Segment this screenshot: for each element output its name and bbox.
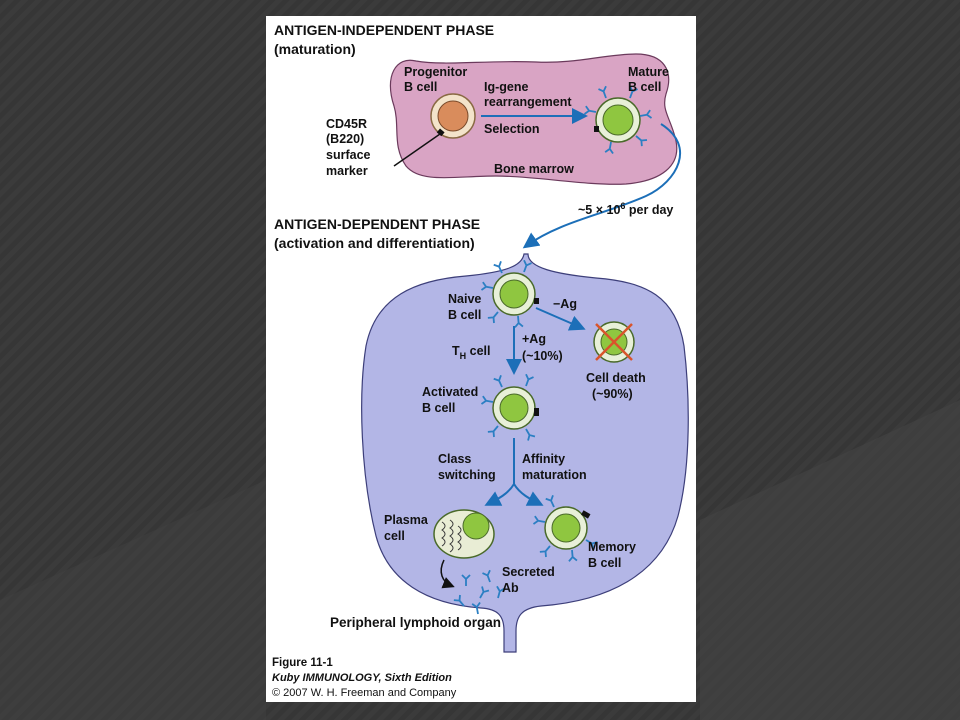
class-switching-label-1: Class <box>438 452 471 466</box>
naive-label-1: Naive <box>448 292 481 306</box>
copyright-line: © 2007 W. H. Freeman and Company <box>272 687 457 699</box>
mature-b-cell <box>583 85 653 155</box>
dead-cell <box>593 321 635 363</box>
plasma-label-2: cell <box>384 529 405 543</box>
bone-marrow-label: Bone marrow <box>494 162 574 176</box>
marker-label-2: (B220) <box>326 132 364 146</box>
marker-pointer-line <box>393 133 441 167</box>
memory-b-cell <box>532 494 599 563</box>
plasma-cell <box>433 509 495 559</box>
progenitor-label-1: Progenitor <box>404 65 467 79</box>
class-switching-label-2: switching <box>438 468 496 482</box>
marker-label-1: CD45R <box>326 117 367 131</box>
export-arrow <box>522 123 682 249</box>
mature-label-1: Mature <box>628 65 669 79</box>
activated-label-2: B cell <box>422 401 455 415</box>
phase2-subtitle: (activation and differentiation) <box>274 235 475 251</box>
th-cell-label: TH cell <box>452 344 490 361</box>
phase1-title: ANTIGEN-INDEPENDENT PHASE <box>274 22 494 38</box>
progenitor-b-cell <box>430 93 476 139</box>
peripheral-organ-label: Peripheral lymphoid organ <box>330 615 501 630</box>
memory-label-1: Memory <box>588 540 636 554</box>
minus-ag-label: −Ag <box>553 297 577 311</box>
figure-number: Figure 11-1 <box>272 657 333 669</box>
no-antigen-arrow <box>535 307 586 331</box>
export-rate-label: ~5 × 106 per day <box>578 201 673 217</box>
b-cell-development-diagram: ANTIGEN-INDEPENDENT PHASE (maturation) P… <box>272 22 689 699</box>
activated-label-1: Activated <box>422 385 478 399</box>
plasma-label-1: Plasma <box>384 513 429 527</box>
memory-branch-arrow <box>513 483 544 506</box>
marker-label-4: marker <box>326 164 368 178</box>
progenitor-label-2: B cell <box>404 80 437 94</box>
affinity-label-1: Affinity <box>522 452 565 466</box>
secretion-arrow <box>440 559 455 589</box>
rearrangement-label-1: Ig-gene <box>484 80 528 94</box>
mature-label-2: B cell <box>628 80 661 94</box>
rearrangement-label-2: rearrangement <box>484 95 572 109</box>
book-title: Kuby IMMUNOLOGY, Sixth Edition <box>272 672 452 684</box>
memory-label-2: B cell <box>588 556 621 570</box>
plus-ag-label-2: (~10%) <box>522 349 563 363</box>
marker-label-3: surface <box>326 148 371 162</box>
secreted-label-1: Secreted <box>502 565 555 579</box>
selection-label: Selection <box>484 122 540 136</box>
plasma-branch-arrow <box>484 483 515 506</box>
phase1-subtitle: (maturation) <box>274 41 356 57</box>
affinity-label-2: maturation <box>522 468 587 482</box>
secreted-label-2: Ab <box>502 581 519 595</box>
naive-label-2: B cell <box>448 308 481 322</box>
cell-death-label-1: Cell death <box>586 371 646 385</box>
naive-b-cell <box>480 259 539 329</box>
figure-panel: ANTIGEN-INDEPENDENT PHASE (maturation) P… <box>266 16 696 702</box>
activated-b-cell <box>480 373 539 442</box>
plus-ag-label-1: +Ag <box>522 332 546 346</box>
cell-death-label-2: (~90%) <box>592 387 633 401</box>
phase2-title: ANTIGEN-DEPENDENT PHASE <box>274 216 480 232</box>
